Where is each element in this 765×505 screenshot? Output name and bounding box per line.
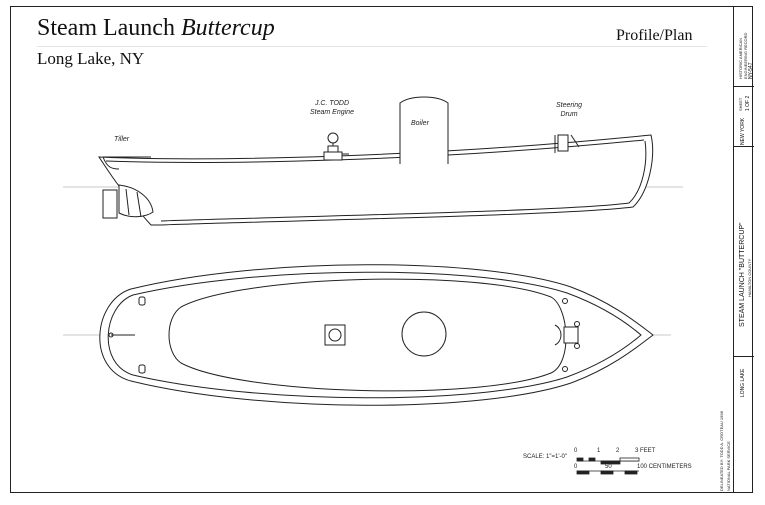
scale-segment [600, 460, 621, 465]
hull-profile [98, 134, 654, 226]
scale-feet-1: 1 [597, 448, 601, 454]
engine-cylinder [323, 151, 343, 161]
scale-segment [619, 457, 640, 462]
engine-label-line2: Steam Engine [310, 109, 354, 116]
sheet-label: SHEET [738, 97, 743, 111]
view-name: Profile/Plan [616, 27, 693, 44]
scale-cm-100: 100 CENTIMETERS [637, 464, 692, 470]
record-number: NY-547 [748, 62, 754, 80]
county-name: HAMILTON COUNTY [747, 258, 752, 297]
drawing-sheet: Steam Launch Buttercup Long Lake, NY Pro… [10, 6, 754, 493]
propeller [118, 184, 154, 218]
hull-plan-outer [99, 264, 654, 406]
engine-label-line1: J.C. TODD [314, 100, 350, 107]
delineator-note: DELINEATED BY: TODD A. CROTEAU 1998 [719, 411, 724, 491]
scale-cm-50: 50 [605, 464, 612, 470]
sheet-number: 1 OF 2 [745, 95, 751, 111]
steering-arc [554, 324, 562, 346]
title-block: HISTORIC AMERICAN ENGINEERING RECORD NY-… [733, 7, 754, 492]
title-block-name: STEAM LAUNCH "BUTTERCUP" HAMILTON COUNTY [734, 147, 754, 357]
engine-label: J.C. TODD Steam Engine [307, 99, 357, 117]
cockpit-coaming [168, 278, 567, 392]
title-block-record: HISTORIC AMERICAN ENGINEERING RECORD NY-… [734, 7, 754, 87]
agency-note: NATIONAL PARK SERVICE [726, 441, 731, 491]
title-main: Steam Launch [37, 15, 181, 41]
tiller-label: Tiller [114, 136, 130, 143]
scale-segment [624, 470, 638, 475]
profile-view [63, 96, 683, 226]
steering-drum-plan [563, 326, 579, 344]
town-name: LONG LAKE [740, 368, 746, 397]
boiler [399, 96, 449, 164]
title-rule [37, 46, 707, 47]
drawing-title: Steam Launch Buttercup [37, 15, 275, 42]
rudder-post [108, 332, 114, 338]
engine-base [324, 324, 346, 346]
title-block-sheet: SHEET 1 OF 2 NEW YORK [734, 87, 754, 147]
scale-feet-0: 0 [574, 448, 578, 454]
steering-label-line2: Drum [560, 111, 578, 118]
chock-bow [562, 366, 568, 372]
scale-segment [576, 457, 584, 462]
cleat [574, 343, 580, 349]
scale-feet-2: 2 [616, 448, 620, 454]
state-name: NEW YORK [740, 117, 746, 145]
title-block-town: LONG LAKE [734, 357, 754, 492]
rudder [102, 189, 118, 219]
steering-drum [557, 134, 569, 152]
scale-cm-0: 0 [574, 464, 578, 470]
scale-segment [600, 470, 614, 475]
steering-label-line1: Steering [555, 102, 583, 109]
propeller-blade [125, 188, 130, 216]
boiler-plan [401, 311, 447, 357]
chock [138, 296, 146, 306]
boat-drawing [63, 96, 683, 475]
drawing-title-block: STEAM LAUNCH "BUTTERCUP" [739, 222, 746, 327]
steering-label: Steering Drum [549, 101, 589, 119]
scale-segment [576, 470, 590, 475]
scale-feet-3: 3 FEET [635, 448, 656, 454]
propeller-blade [136, 191, 142, 218]
scale-bar [576, 457, 640, 475]
plan-view [63, 264, 671, 406]
title-boat-name: Buttercup [180, 15, 275, 41]
steering-wheel [570, 134, 580, 148]
engine-gauge [327, 132, 339, 144]
stern-curve [102, 156, 120, 170]
chock-bow [562, 298, 568, 304]
scale-segment [588, 457, 596, 462]
scale-label: SCALE: 1"=1'-0" [523, 454, 567, 460]
hull-plan-gunwale [107, 271, 642, 399]
engine-plan-gauge [328, 328, 342, 342]
boiler-label: Boiler [411, 120, 429, 127]
chock [138, 364, 146, 374]
cleat [574, 321, 580, 327]
drawing-subtitle: Long Lake, NY [37, 49, 145, 68]
keel-line [160, 140, 647, 222]
engine-valve [327, 145, 339, 153]
